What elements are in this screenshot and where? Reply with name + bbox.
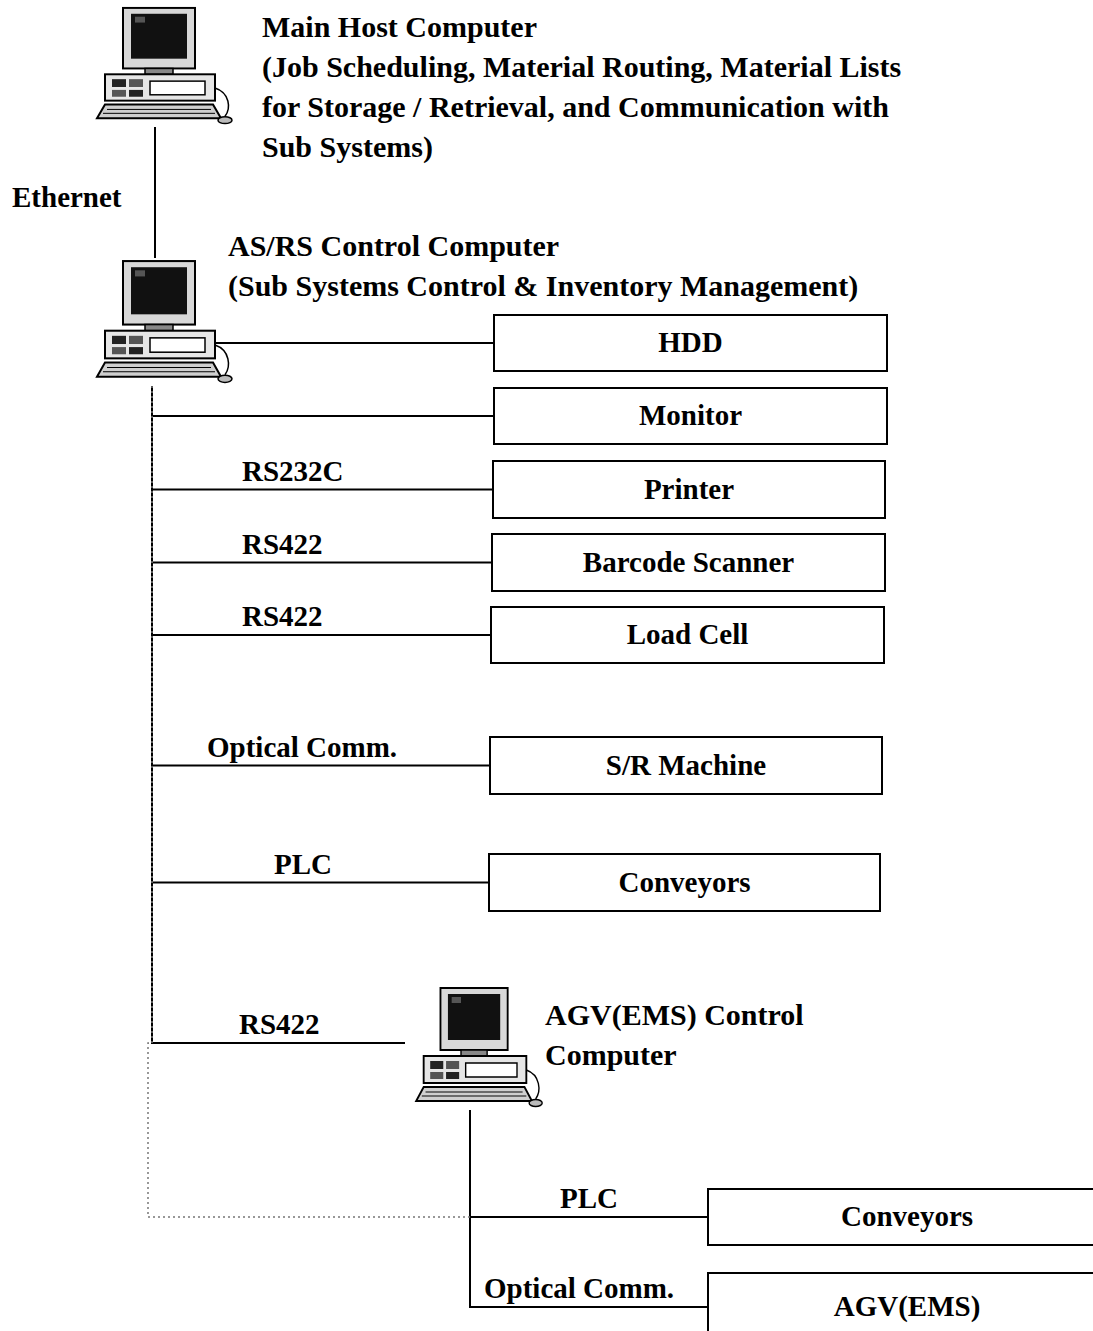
connector-line: [470, 1110, 707, 1217]
connector-line: [154, 127, 156, 258]
device-box: S/R Machine: [489, 736, 883, 795]
connector-line: [152, 386, 491, 563]
device-box: Load Cell: [490, 606, 885, 664]
computer-icon: [405, 985, 545, 1110]
device-box: Conveyors: [707, 1188, 1093, 1246]
interface-label: RS232C: [240, 456, 346, 488]
device-label: Barcode Scanner: [583, 544, 794, 582]
connector-line: [152, 386, 493, 416]
interface-label: Ethernet: [10, 182, 124, 214]
interface-label: Optical Comm.: [482, 1273, 676, 1305]
connector-line: [152, 386, 490, 635]
device-label: Monitor: [639, 397, 742, 435]
interface-label: RS422: [240, 601, 325, 633]
device-label: AGV(EMS): [834, 1288, 981, 1326]
device-label: Load Cell: [627, 616, 749, 654]
device-label: HDD: [658, 324, 722, 362]
interface-label: RS422: [240, 529, 325, 561]
computer-node: AGV(EMS) Control Computer: [405, 985, 875, 1110]
device-label: Conveyors: [841, 1198, 973, 1236]
computer-title: AS/RS Control Computer: [228, 226, 559, 266]
interface-label: RS422: [237, 1009, 322, 1041]
connector-line: [152, 386, 405, 1043]
device-label: S/R Machine: [606, 747, 766, 785]
device-box: HDD: [493, 314, 888, 372]
device-box: Barcode Scanner: [491, 533, 886, 592]
computer-description: (Sub Systems Control & Inventory Managem…: [228, 266, 858, 306]
device-box: Monitor: [493, 387, 888, 445]
connector-line: [215, 342, 493, 344]
connector-line: [470, 1110, 707, 1307]
computer-title: AGV(EMS) Control Computer: [545, 995, 865, 1075]
computer-node: Main Host Computer(Job Scheduling, Mater…: [85, 5, 915, 175]
computer-icon: [85, 5, 235, 127]
device-box: Conveyors: [488, 853, 881, 912]
device-box: AGV(EMS): [707, 1272, 1093, 1331]
interface-label: PLC: [558, 1183, 620, 1215]
computer-description: (Job Scheduling, Material Routing, Mater…: [262, 47, 902, 167]
device-label: Conveyors: [618, 864, 750, 902]
device-box: Printer: [492, 460, 886, 519]
interface-label: Optical Comm.: [205, 732, 399, 764]
connector-line: [152, 386, 492, 490]
connector-line: [152, 386, 489, 766]
device-label: Printer: [644, 471, 734, 509]
computer-title: Main Host Computer: [262, 7, 537, 47]
interface-label: PLC: [272, 849, 334, 881]
connector-line: [152, 386, 488, 883]
computer-icon: [85, 258, 235, 386]
